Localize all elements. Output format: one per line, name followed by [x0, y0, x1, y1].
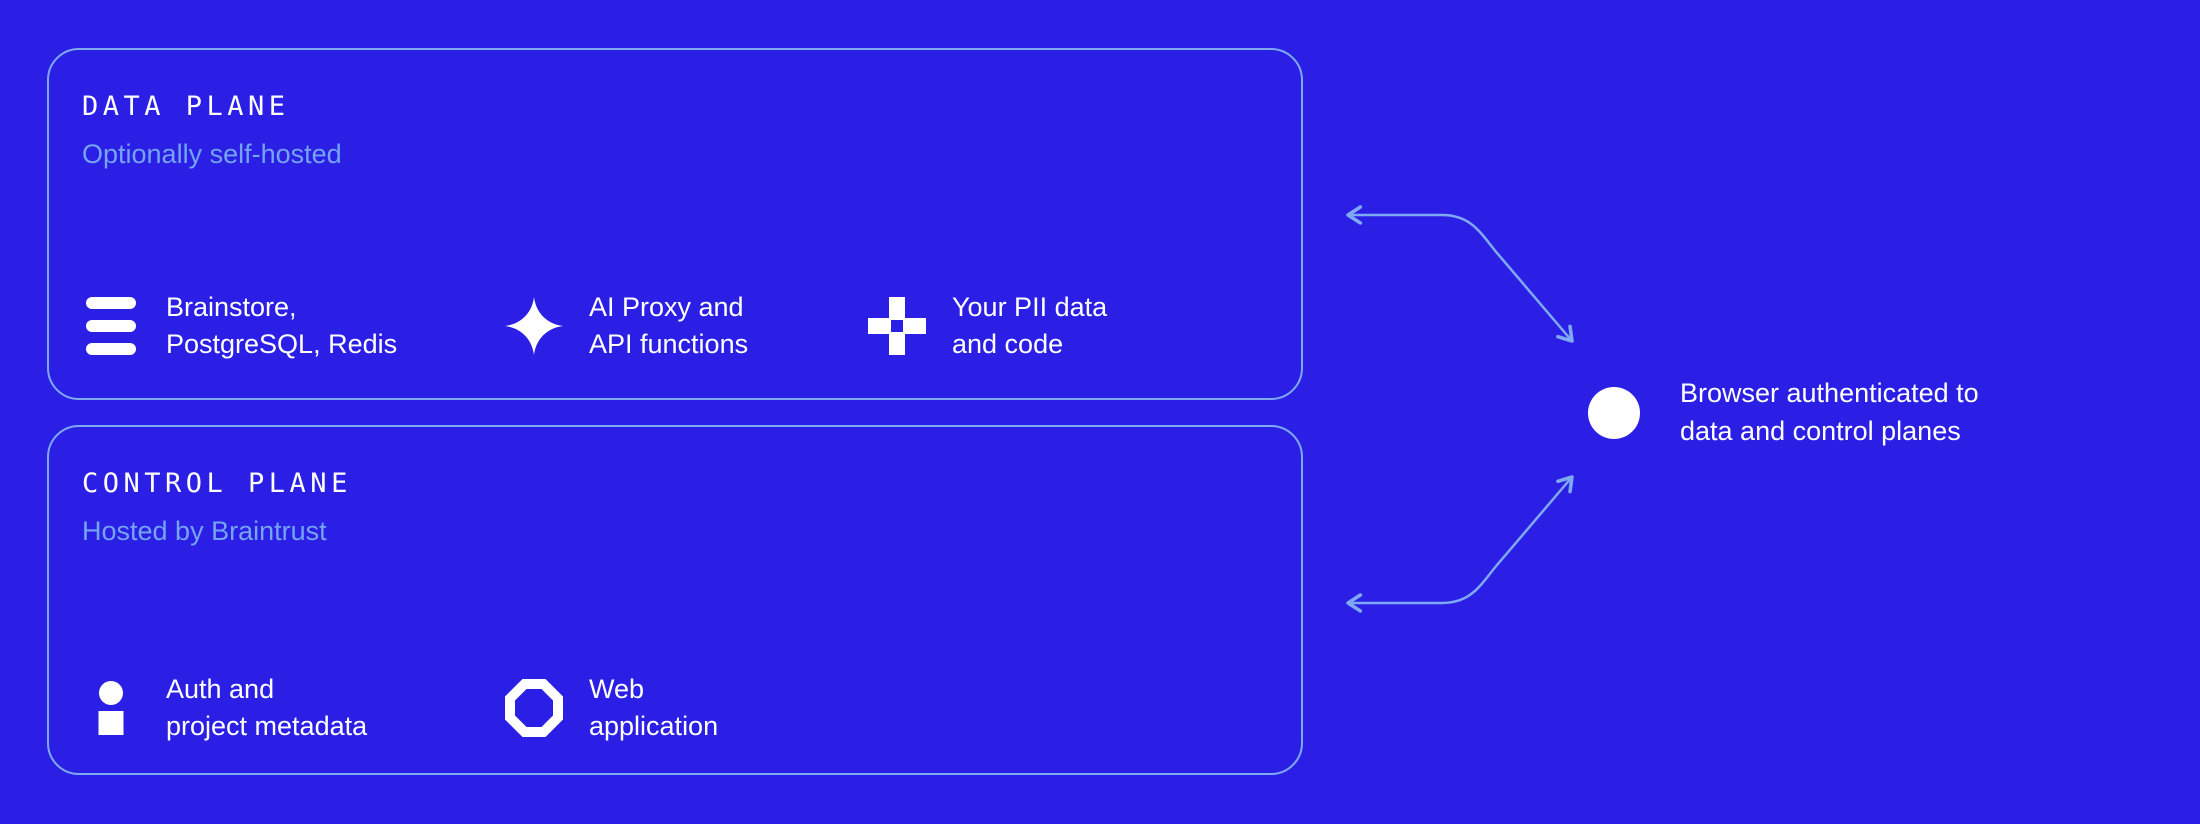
item-label-line: API functions [589, 329, 749, 359]
item-label-line: Your PII data [952, 292, 1108, 322]
database-stack-icon [82, 297, 140, 355]
data-plane-subtitle: Optionally self-hosted [82, 139, 342, 169]
item-label: Brainstore, PostgreSQL, Redis [166, 289, 397, 363]
item-label: AI Proxy and API functions [589, 289, 748, 363]
arrow-control-plane-to-browser [1346, 475, 1574, 613]
browser-circle-icon [1588, 387, 1640, 439]
item-label-line: Auth and [166, 674, 275, 704]
plus-icon [868, 297, 926, 355]
control-plane-panel: CONTROL PLANE Hosted by Braintrust Auth … [47, 425, 1303, 775]
sparkle-icon [505, 297, 563, 355]
item-label-line: and code [952, 329, 1064, 359]
octagon-icon [505, 679, 563, 737]
item-label: Web application [589, 671, 718, 745]
item-label-line: project metadata [166, 711, 368, 741]
item-label-line: Brainstore, [166, 292, 297, 322]
item-label-line: application [589, 711, 719, 741]
control-plane-item-auth: Auth and project metadata [82, 672, 367, 744]
data-plane-title: DATA PLANE [82, 91, 290, 122]
data-plane-item-proxy: AI Proxy and API functions [505, 290, 748, 362]
data-plane-panel: DATA PLANE Optionally self-hosted Brains… [47, 48, 1303, 400]
item-label: Auth and project metadata [166, 671, 367, 745]
control-plane-item-webapp: Web application [505, 672, 718, 744]
browser-note-line: data and control planes [1680, 416, 1961, 446]
browser-note-line: Browser authenticated to [1680, 378, 1979, 408]
data-plane-item-storage: Brainstore, PostgreSQL, Redis [82, 290, 397, 362]
item-label-line: Web [589, 674, 645, 704]
control-plane-subtitle: Hosted by Braintrust [82, 516, 327, 546]
connection-arrows [1346, 205, 1574, 613]
data-plane-item-pii: Your PII data and code [868, 290, 1107, 362]
item-label-line: PostgreSQL, Redis [166, 329, 398, 359]
item-label: Your PII data and code [952, 289, 1107, 363]
control-plane-title: CONTROL PLANE [82, 468, 352, 499]
item-label-line: AI Proxy and [589, 292, 744, 322]
person-icon [82, 679, 140, 737]
browser-note: Browser authenticated to data and contro… [1680, 374, 1979, 450]
arrow-data-plane-to-browser [1346, 205, 1574, 343]
